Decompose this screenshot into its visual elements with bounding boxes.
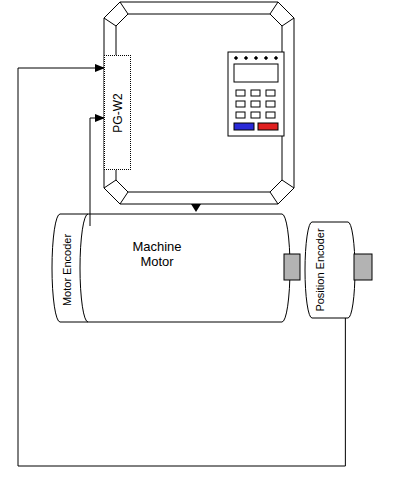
motor-label: Machine Motor [112, 240, 202, 296]
keypad [228, 52, 284, 136]
power-arrow [191, 204, 201, 212]
node-text: Position Encoder [315, 228, 326, 311]
signal-wire [90, 118, 104, 226]
node-text: Motor Encoder [62, 234, 73, 306]
signal-wire [18, 68, 345, 466]
encoder-section: Motor Encoder [52, 226, 86, 314]
drive-housing [104, 2, 294, 204]
encoder-label: Position Encoder [306, 222, 354, 318]
motor-body [52, 214, 300, 322]
option-card: PG-W2 [104, 55, 131, 170]
node-text: Machine Motor [127, 240, 187, 270]
position-encoder-body [305, 222, 372, 318]
node-text: PG-W2 [112, 93, 124, 132]
